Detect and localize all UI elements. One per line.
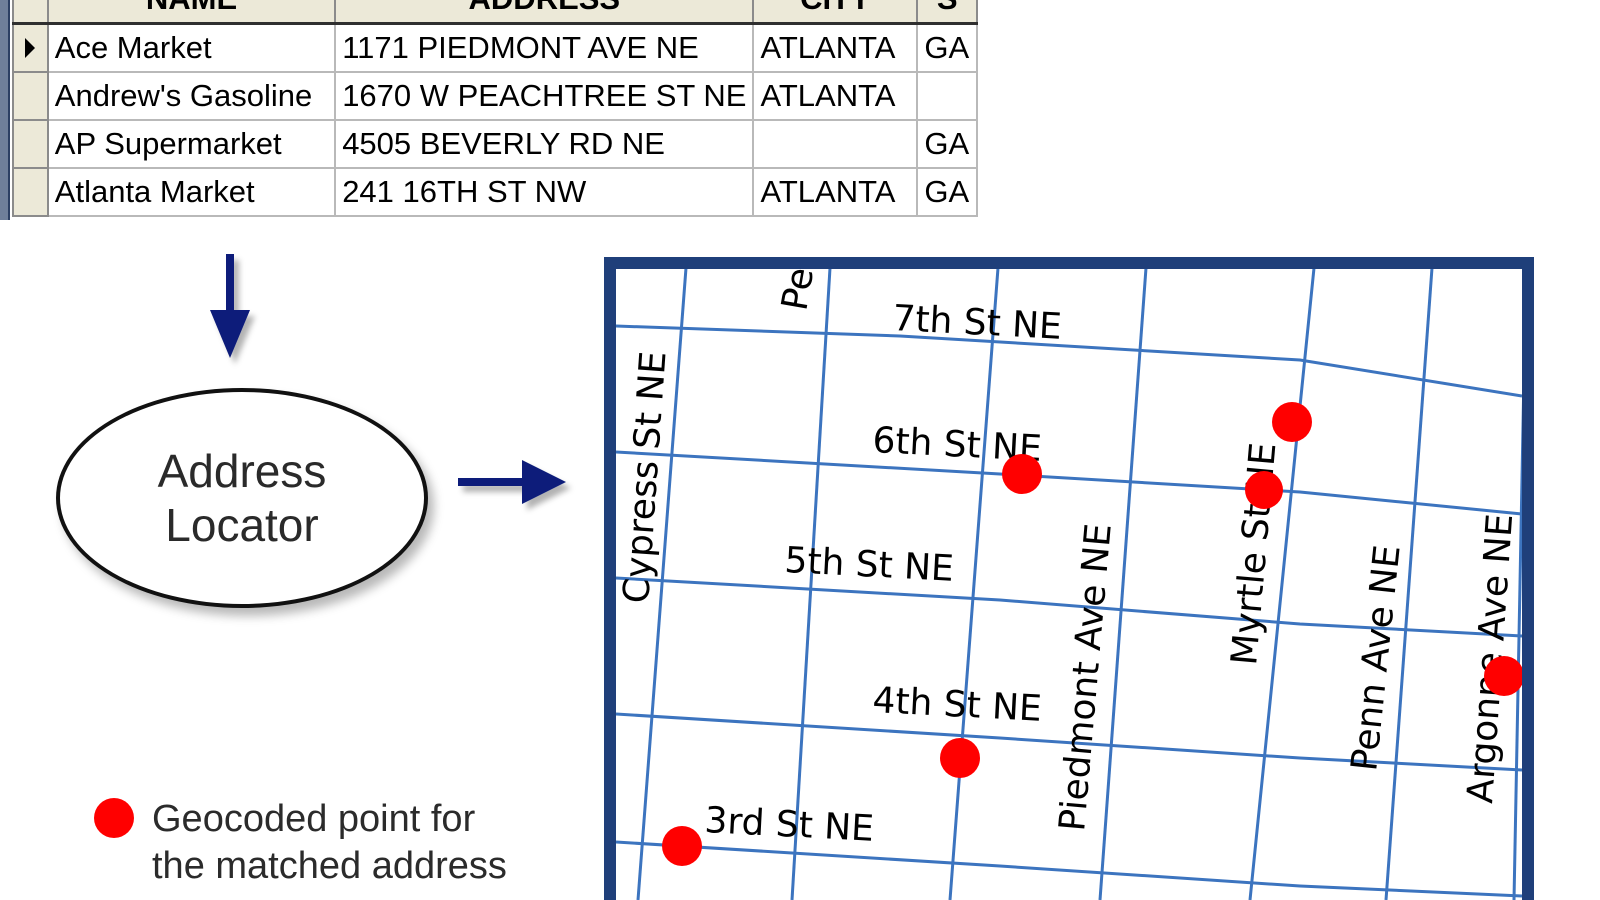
row-selector[interactable] <box>12 119 49 169</box>
attribute-table: NAME ADDRESS CITY S Ace Market 1171 PIED… <box>0 0 978 220</box>
cell-address[interactable]: 241 16TH ST NW <box>334 167 755 217</box>
row-selector-header[interactable] <box>12 0 49 25</box>
arrow-right-icon <box>458 460 566 504</box>
locator-line-2: Locator <box>165 499 319 551</box>
road-argonne-ave <box>1512 399 1522 900</box>
label-5th-st: 5th St NE <box>784 540 955 590</box>
legend-red-dot-icon <box>94 798 134 838</box>
address-locator-label: Address Locator <box>112 444 372 552</box>
locator-line-1: Address <box>157 445 327 497</box>
geocoded-point[interactable] <box>1484 656 1524 696</box>
legend-line-2: the matched address <box>152 845 507 887</box>
cell-city[interactable]: ATLANTA <box>752 167 919 217</box>
address-table-grid: NAME ADDRESS CITY S Ace Market 1171 PIED… <box>12 0 978 217</box>
geocoded-point[interactable] <box>1272 402 1312 442</box>
legend-text: Geocoded point for the matched address <box>152 796 572 890</box>
legend-line-1: Geocoded point for <box>152 798 476 840</box>
cell-address[interactable]: 1670 W PEACHTREE ST NE <box>334 71 755 121</box>
cell-state[interactable] <box>916 71 978 121</box>
table-window-edge <box>0 0 10 220</box>
table-row[interactable]: Ace Market 1171 PIEDMONT AVE NE ATLANTA … <box>12 22 978 73</box>
road-6th-st <box>616 450 1522 516</box>
road-1 <box>790 269 832 900</box>
cell-city[interactable]: ATLANTA <box>752 22 919 73</box>
cell-city[interactable]: ATLANTA <box>752 71 919 121</box>
cell-name[interactable]: Ace Market <box>46 22 337 73</box>
cell-name[interactable]: Atlanta Market <box>46 167 337 217</box>
column-header-address[interactable]: ADDRESS <box>334 0 755 25</box>
road-4th-st <box>616 712 1522 772</box>
cell-state[interactable]: GA <box>916 119 978 169</box>
label-4th-st: 4th St NE <box>872 680 1043 730</box>
road-7th-st <box>616 324 1522 398</box>
geocoded-point[interactable] <box>662 826 702 866</box>
current-row-arrow-icon <box>25 38 36 58</box>
table-row[interactable]: AP Supermarket 4505 BEVERLY RD NE GA <box>12 119 978 169</box>
geocoded-point[interactable] <box>940 738 980 778</box>
road-myrtle-st <box>1248 269 1316 900</box>
cell-name[interactable]: Andrew's Gasoline <box>46 71 337 121</box>
label-cypress-st: Cypress St NE <box>616 350 675 605</box>
address-locator-node: Address Locator <box>56 388 428 608</box>
road-2 <box>948 269 1000 900</box>
cell-address[interactable]: 1171 PIEDMONT AVE NE <box>334 22 755 73</box>
road-penn-ave <box>1384 269 1434 900</box>
road-piedmont-ave <box>1098 269 1148 900</box>
label-3rd-st: 3rd St NE <box>704 800 875 850</box>
table-row[interactable]: Atlanta Market 241 16TH ST NW ATLANTA GA <box>12 167 978 217</box>
cell-state[interactable]: GA <box>916 167 978 217</box>
road-5th-st <box>616 576 1522 638</box>
column-header-state[interactable]: S <box>916 0 978 25</box>
map-canvas: 7th St NE 6th St NE 5th St NE 4th St NE … <box>616 265 1524 900</box>
road-3rd-st <box>616 840 1522 898</box>
cell-state[interactable]: GA <box>916 22 978 73</box>
cell-city[interactable] <box>752 119 919 169</box>
label-partial-street: Pe <box>774 265 822 314</box>
arrow-down-icon <box>210 254 250 358</box>
column-header-name[interactable]: NAME <box>46 0 337 25</box>
table-header-row: NAME ADDRESS CITY S <box>12 0 978 25</box>
geocode-map[interactable]: 7th St NE 6th St NE 5th St NE 4th St NE … <box>604 257 1534 900</box>
row-selector[interactable] <box>12 22 49 73</box>
geocoded-point[interactable] <box>1245 471 1283 509</box>
road-cypress-st <box>636 269 688 900</box>
row-selector[interactable] <box>12 71 49 121</box>
cell-name[interactable]: AP Supermarket <box>46 119 337 169</box>
table-row[interactable]: Andrew's Gasoline 1670 W PEACHTREE ST NE… <box>12 71 978 121</box>
geocoded-point[interactable] <box>1002 454 1042 494</box>
column-header-city[interactable]: CITY <box>752 0 919 25</box>
cell-address[interactable]: 4505 BEVERLY RD NE <box>334 119 755 169</box>
row-selector[interactable] <box>12 167 49 217</box>
label-7th-st: 7th St NE <box>892 298 1063 348</box>
